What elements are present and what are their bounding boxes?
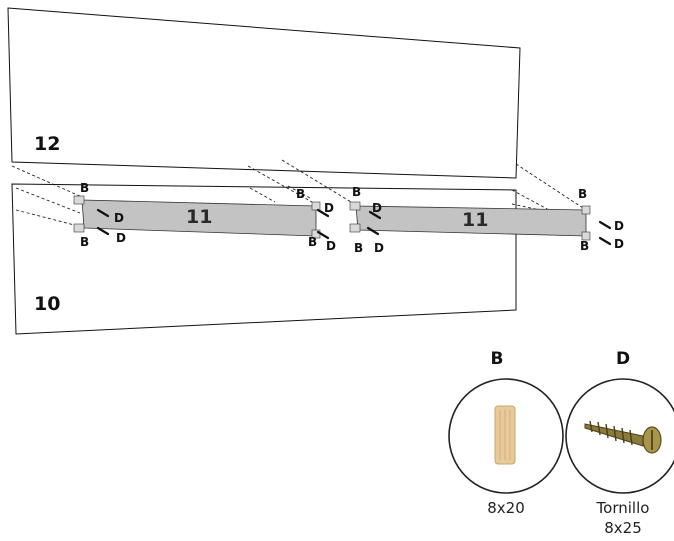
panel-12: [7, 7, 521, 179]
legend-dowel-caption: 8x20: [487, 499, 525, 517]
svg-text:D: D: [614, 219, 624, 233]
legend-screw-caption-line1: Tornillo: [596, 499, 650, 517]
panel-12-label: 12: [34, 133, 60, 155]
wood-dowel-icon: [494, 405, 516, 465]
svg-text:D: D: [324, 201, 334, 215]
svg-text:B: B: [296, 187, 305, 201]
legend-screw-caption-line2: 8x25: [604, 519, 642, 537]
svg-text:B: B: [352, 185, 361, 199]
svg-text:D: D: [372, 201, 382, 215]
svg-text:B: B: [580, 239, 589, 253]
rail-11-left: [73, 195, 321, 239]
svg-text:B: B: [578, 187, 587, 201]
svg-text:B: B: [308, 235, 317, 249]
screw-callouts: D D D D D D D D: [114, 201, 624, 255]
svg-text:B: B: [80, 181, 89, 195]
legend-dowel-key: B: [491, 349, 504, 369]
svg-text:D: D: [326, 239, 336, 253]
screw-marks: [96, 208, 612, 246]
svg-text:D: D: [114, 211, 124, 225]
screw-icon: [584, 420, 662, 454]
svg-text:D: D: [614, 237, 624, 251]
legend-screw-key: D: [616, 349, 630, 369]
dowel-callouts: B B B B B B B B: [80, 181, 589, 255]
svg-text:B: B: [354, 241, 363, 255]
legend-screw: D Tornillo 8x25: [565, 349, 674, 537]
svg-text:D: D: [116, 231, 126, 245]
panel-10-label: 10: [34, 293, 60, 315]
legend-dowel: B 8x20: [448, 349, 564, 517]
rail-11-right: [349, 201, 591, 241]
svg-text:D: D: [374, 241, 384, 255]
rail-11-left-label: 11: [186, 206, 212, 228]
svg-text:B: B: [80, 235, 89, 249]
rail-11-right-label: 11: [462, 209, 488, 231]
